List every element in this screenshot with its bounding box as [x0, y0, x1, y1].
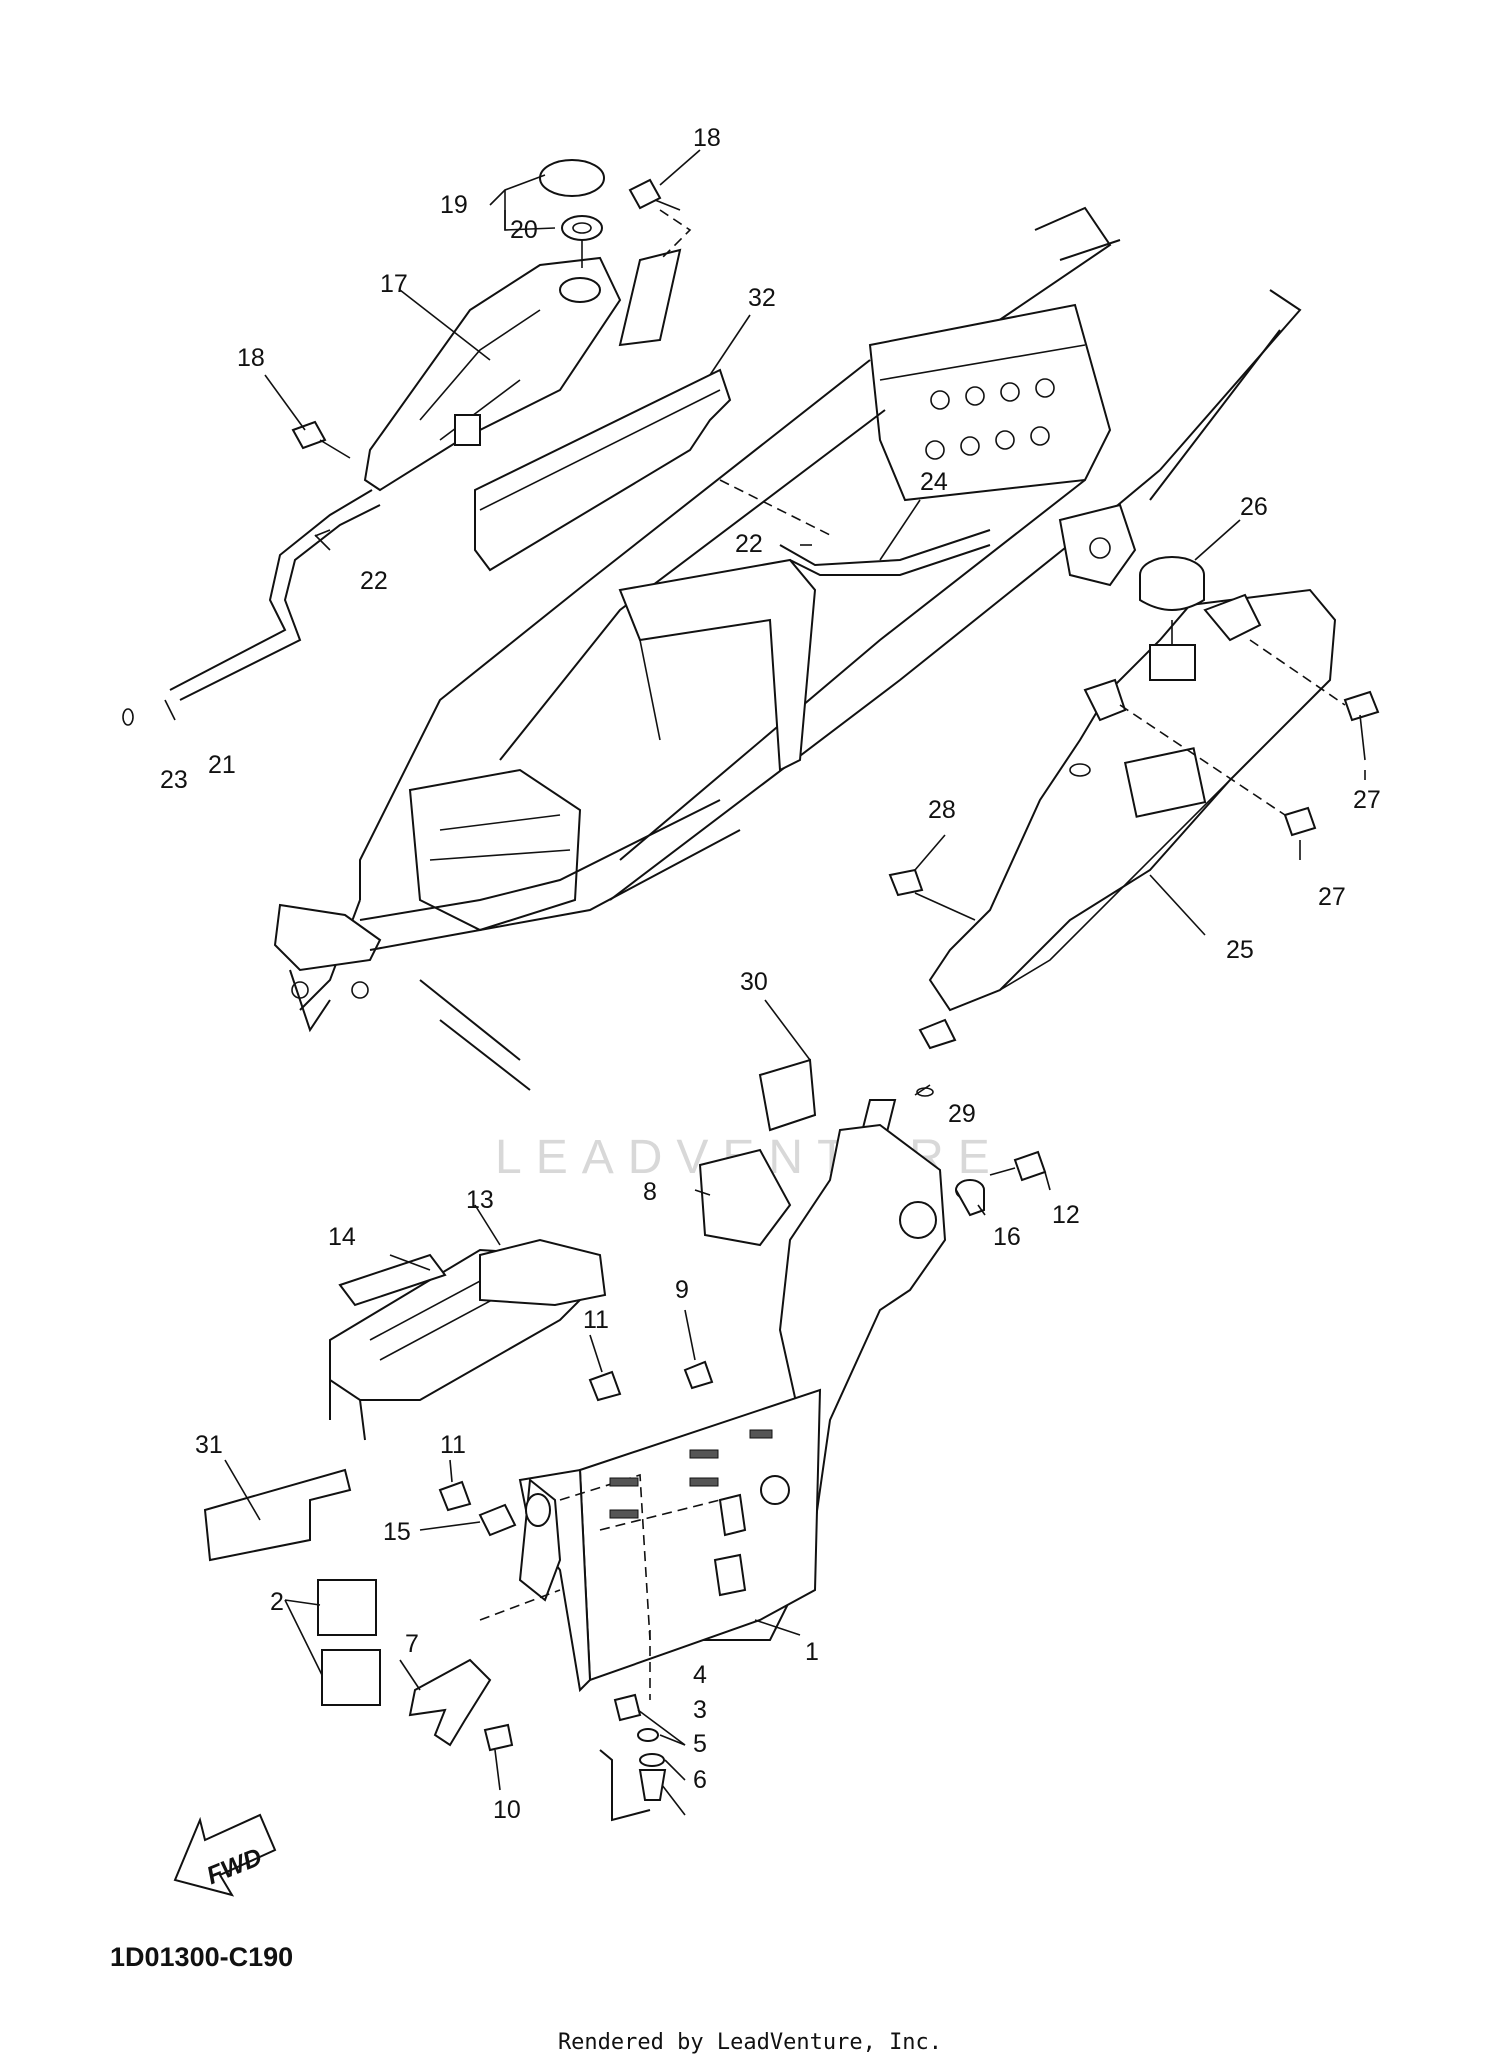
- label-18: 18: [237, 344, 265, 372]
- label-22: 22: [735, 530, 763, 558]
- label-8: 8: [643, 1178, 657, 1206]
- label-12: 12: [1052, 1201, 1080, 1229]
- label-11: 11: [583, 1306, 609, 1334]
- label-13: 13: [466, 1186, 494, 1214]
- label-32: 32: [748, 284, 776, 312]
- label-27: 27: [1318, 883, 1346, 911]
- label-10: 10: [493, 1796, 521, 1824]
- label-11: 11: [440, 1431, 466, 1459]
- label-15: 15: [383, 1518, 411, 1546]
- label-27: 27: [1353, 786, 1381, 814]
- label-2: 2: [270, 1588, 284, 1616]
- label-4: 4: [693, 1661, 707, 1689]
- render-credit: Rendered by LeadVenture, Inc.: [557, 2030, 943, 2055]
- label-19: 19: [440, 191, 468, 219]
- label-25: 25: [1226, 936, 1254, 964]
- pads: [203, 1058, 817, 1706]
- label-17: 17: [380, 270, 408, 298]
- label-26: 26: [1240, 493, 1268, 521]
- battery-box: [518, 1123, 947, 1693]
- fwd-arrow: FWD: [173, 1813, 277, 1897]
- label-9: 9: [675, 1276, 689, 1304]
- label-29: 29: [948, 1100, 976, 1128]
- diagram-code: 1D01300-C190: [110, 1942, 294, 1972]
- label-3: 3: [693, 1696, 707, 1724]
- label-23: 23: [160, 766, 188, 794]
- leader-lines: [164, 149, 1366, 1816]
- label-24: 24: [920, 468, 948, 496]
- label-21: 21: [208, 751, 236, 779]
- label-30: 30: [740, 968, 768, 996]
- label-1: 1: [805, 1638, 819, 1666]
- rear-tank: [853, 556, 1380, 1161]
- front-reservoir: [291, 159, 732, 572]
- label-31: 31: [195, 1431, 223, 1459]
- breather-hose: [122, 479, 991, 726]
- label-16: 16: [993, 1223, 1021, 1251]
- label-14: 14: [328, 1223, 356, 1251]
- hardware: [408, 1150, 1047, 1822]
- label-22: 22: [360, 567, 388, 595]
- label-7: 7: [405, 1630, 419, 1658]
- part-labels: 18 19 20 17 32 18 22 22 24 26 21 23 27 2…: [160, 124, 1381, 1824]
- label-6: 6: [693, 1766, 707, 1794]
- label-28: 28: [928, 796, 956, 824]
- battery-tray: [329, 1238, 607, 1441]
- label-20: 20: [510, 216, 538, 244]
- label-5: 5: [693, 1730, 707, 1758]
- frame: [273, 206, 1302, 1091]
- label-18: 18: [693, 124, 721, 152]
